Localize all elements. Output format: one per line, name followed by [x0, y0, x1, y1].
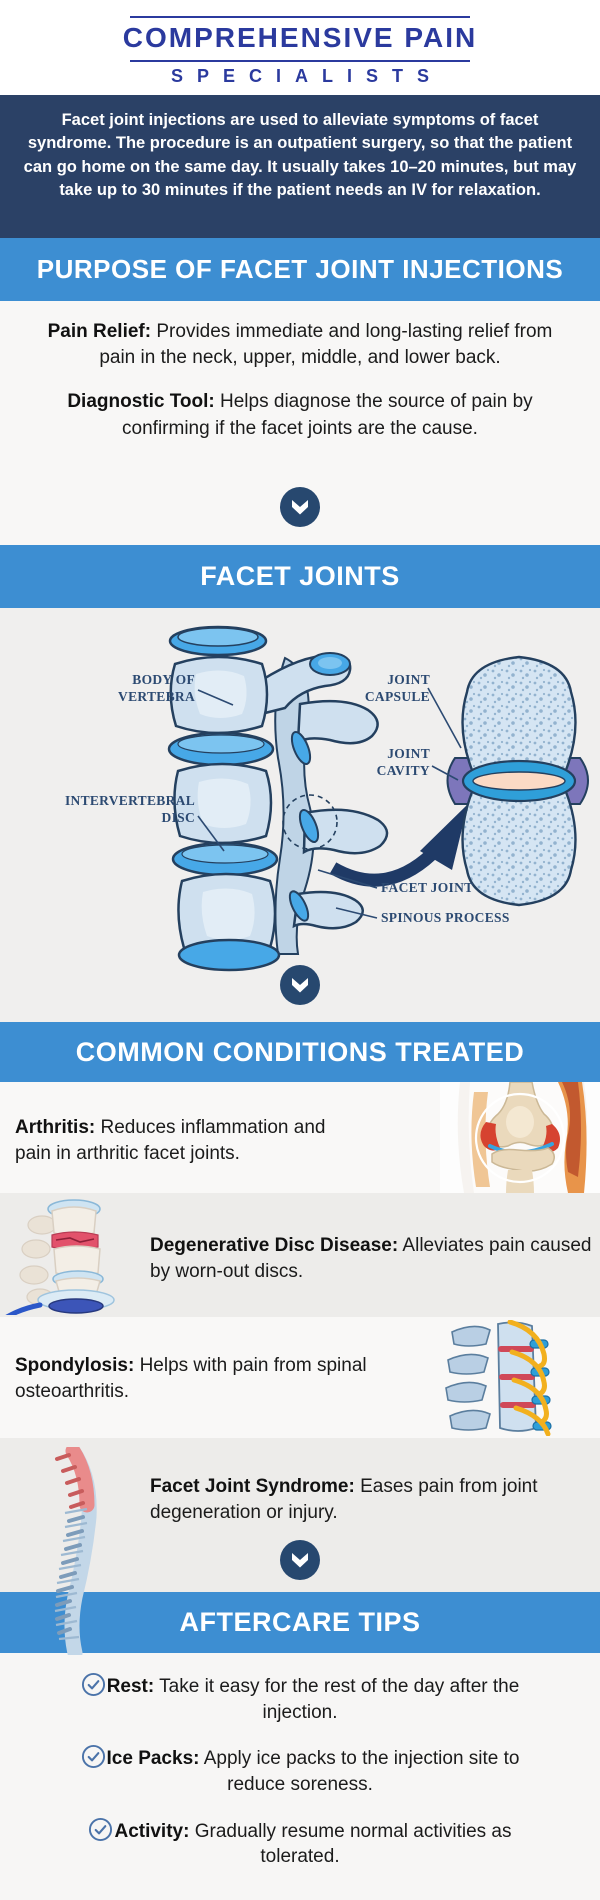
purpose-item-pain-relief: Pain Relief: Provides immediate and long…	[30, 319, 570, 371]
section-title-purpose: PURPOSE OF FACET JOINT INJECTIONS	[0, 238, 600, 301]
vertebral-column	[167, 625, 389, 972]
purpose-item-label: Pain Relief:	[47, 321, 152, 342]
logo-rule-top	[130, 16, 470, 18]
condition-row-spondylosis: Spondylosis: Helps with pain from spinal…	[0, 1317, 600, 1438]
intro-text: Facet joint injections are used to allev…	[23, 111, 577, 200]
chevron-down-icon	[280, 965, 320, 1005]
condition-row-degenerative-disc: Degenerative Disc Disease: Alleviates pa…	[0, 1193, 600, 1317]
chevron-down-icon	[280, 487, 320, 527]
diagram-label-facet-joint: FACET JOINT	[381, 880, 474, 895]
facet-joint-highlight-circle	[282, 794, 338, 850]
condition-desc: Alleviates pain caused by worn-out discs…	[150, 1235, 592, 1282]
condition-desc: Reduces inflammation and pain in arthrit…	[15, 1117, 326, 1164]
condition-label: Degenerative Disc Disease:	[150, 1235, 399, 1256]
diagram-label-joint-capsule: JOINT CAPSULE	[364, 672, 430, 704]
condition-text: Spondylosis: Helps with pain from spinal…	[15, 1353, 385, 1404]
header: COMPREHENSIVE PAIN SPECIALISTS	[0, 0, 600, 95]
tip-text: Apply ice packs to the injection site to…	[203, 1748, 520, 1795]
tip-label: Ice Packs:	[106, 1748, 200, 1770]
facet-joints-diagram: BODY OF VERTEBRA INTERVERTEBRAL DISC JOI…	[0, 608, 600, 1022]
condition-text: Arthritis: Reduces inflammation and pain…	[15, 1115, 360, 1166]
chevron-down-icon	[280, 1540, 320, 1580]
purpose-item-label: Diagnostic Tool:	[67, 391, 215, 413]
tip-label: Rest:	[106, 1676, 155, 1697]
purpose-item-text: Helps diagnose the source of pain by con…	[122, 391, 533, 439]
diagram-label-spinous-process: SPINOUS PROCESS	[381, 910, 510, 925]
aftercare-tip-ice-packs: Ice Packs: Apply ice packs to the inject…	[50, 1744, 550, 1797]
knee-joint-image	[440, 1082, 600, 1193]
section-title-conditions: COMMON CONDITIONS TREATED	[0, 1022, 600, 1082]
condition-row-facet-joint-syndrome: Facet Joint Syndrome: Eases pain from jo…	[0, 1438, 600, 1592]
section-title-aftercare: AFTERCARE TIPS	[0, 1592, 600, 1653]
condition-text: Degenerative Disc Disease: Alleviates pa…	[150, 1233, 600, 1284]
condition-desc: Helps with pain from spinal osteoarthrit…	[15, 1355, 367, 1402]
check-circle-icon	[81, 1745, 105, 1769]
diagram-label-joint-cavity: JOINT CAVITY	[376, 746, 430, 778]
section-title-facet-joints: FACET JOINTS	[0, 545, 600, 608]
condition-label: Spondylosis:	[15, 1355, 135, 1376]
full-spine-image	[54, 1447, 97, 1655]
spondylosis-spine-image	[445, 1320, 552, 1436]
check-circle-icon	[89, 1817, 113, 1841]
check-circle-icon	[81, 1672, 105, 1697]
aftercare-section: Rest: Take it easy for the rest of the d…	[0, 1653, 600, 1900]
condition-desc: Eases pain from joint degeneration or in…	[150, 1476, 538, 1523]
degenerative-disc-image	[5, 1199, 115, 1315]
condition-label: Facet Joint Syndrome:	[150, 1476, 355, 1497]
diagram-label-body-of-vertebra: BODY OF VERTEBRA	[118, 672, 195, 704]
tip-text: Gradually resume normal activities as to…	[194, 1820, 512, 1868]
diagram-label-intervertebral-disc: INTERVERTEBRAL DISC	[64, 793, 195, 825]
logo-rule-mid	[130, 60, 470, 62]
magnified-joint-view	[446, 655, 589, 907]
condition-text: Facet Joint Syndrome: Eases pain from jo…	[150, 1474, 600, 1525]
condition-row-arthritis: Arthritis: Reduces inflammation and pain…	[0, 1082, 600, 1193]
aftercare-tip-rest: Rest: Take it easy for the rest of the d…	[50, 1672, 550, 1725]
tip-text: Take it easy for the rest of the day aft…	[159, 1676, 520, 1723]
logo-subtitle: SPECIALISTS	[170, 66, 444, 86]
tip-label: Activity:	[114, 1820, 190, 1842]
label-leader-lines	[197, 687, 462, 919]
aftercare-tip-activity: Activity: Gradually resume normal activi…	[50, 1817, 550, 1870]
spine-anatomy-illustration	[167, 625, 589, 972]
purpose-item-text: Provides immediate and long-lasting reli…	[99, 321, 553, 369]
purpose-item-diagnostic-tool: Diagnostic Tool: Helps diagnose the sour…	[30, 389, 570, 441]
condition-label: Arthritis:	[15, 1117, 96, 1138]
logo-title: COMPREHENSIVE PAIN	[122, 22, 478, 53]
intro-text-box: Facet joint injections are used to allev…	[0, 95, 600, 238]
magnifier-arrow	[329, 843, 443, 887]
